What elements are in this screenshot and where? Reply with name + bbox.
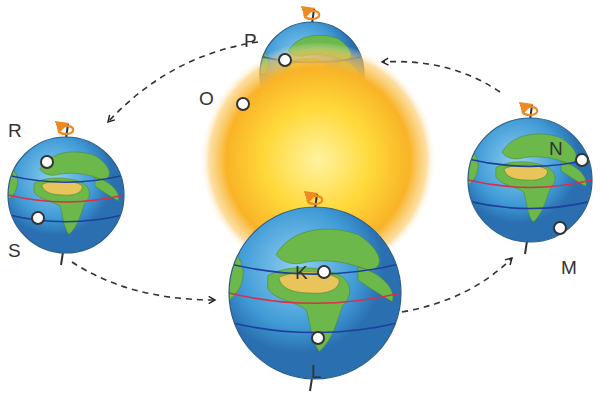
point-label: R (8, 121, 22, 140)
globe-outline (229, 207, 401, 379)
ocean (8, 137, 124, 253)
point-label: L (311, 362, 322, 381)
rotation-arrow (307, 195, 322, 204)
latitude-line (468, 180, 592, 187)
earth-axis (61, 252, 63, 265)
continent (268, 268, 350, 352)
rotation-arrow (522, 106, 537, 115)
rotation-arrow (304, 10, 319, 19)
latitude-line (229, 264, 401, 274)
orbit-arrow (402, 258, 512, 312)
location-dot (318, 266, 330, 278)
latitude-line (229, 293, 401, 303)
rotation-arrow (58, 125, 73, 134)
location-dot (32, 212, 44, 224)
location-dot (237, 98, 249, 110)
continent (496, 162, 555, 222)
earth-axis (525, 241, 527, 254)
ocean (468, 118, 592, 242)
latitude-line (229, 322, 401, 332)
latitude-line (468, 201, 592, 208)
point-label: K (295, 263, 308, 282)
orbit-arrow (72, 262, 215, 300)
continent (40, 152, 110, 180)
earth-globe (5, 124, 124, 265)
globe-outline (468, 118, 592, 242)
ocean (229, 207, 401, 379)
earth-globe (465, 105, 592, 254)
point-label: P (244, 31, 257, 50)
latitude-line (8, 215, 124, 222)
point-label: N (549, 139, 563, 158)
location-dot (279, 54, 291, 66)
continent (276, 229, 379, 271)
continent (502, 134, 576, 164)
location-dot (576, 154, 588, 166)
point-label: O (199, 89, 214, 108)
latitude-line (468, 159, 592, 166)
point-label: M (561, 258, 577, 277)
latitude-line (8, 195, 124, 202)
earth-globe (225, 194, 401, 391)
location-dot (312, 332, 324, 344)
location-dot (41, 156, 53, 168)
point-label: S (8, 241, 21, 260)
sun (200, 42, 436, 278)
continent (34, 178, 89, 235)
continent (225, 246, 244, 302)
location-dot (554, 222, 566, 234)
globe-outline (8, 137, 124, 253)
latitude-line (8, 175, 124, 182)
